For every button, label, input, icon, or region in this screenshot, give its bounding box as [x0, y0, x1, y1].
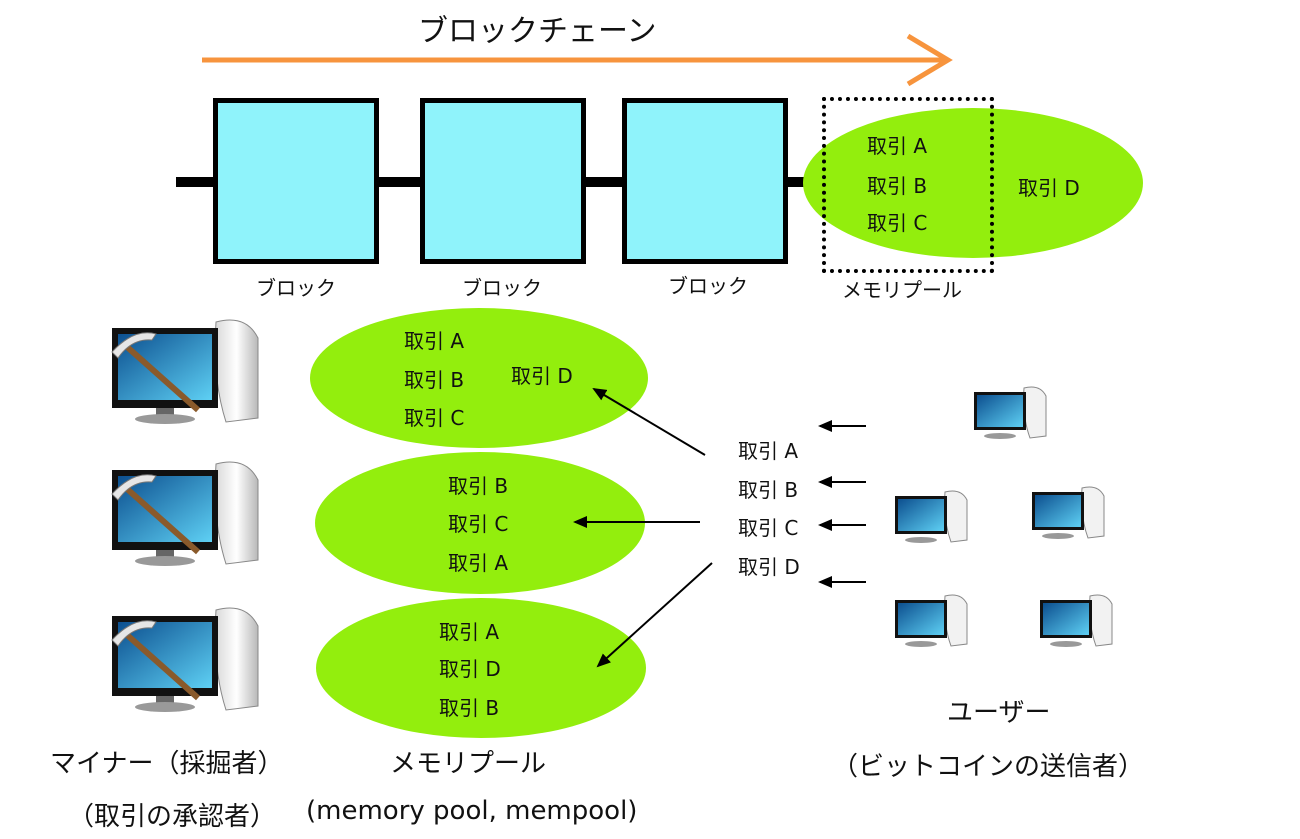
miner-2-tx: 取引 C: [448, 512, 509, 536]
user-computer-icon: [895, 594, 968, 647]
miner-computer-icon: [111, 461, 259, 566]
chain-link: [176, 177, 216, 187]
block-3: [622, 98, 788, 264]
miner-2-tx: 取引 B: [448, 474, 509, 498]
miner-1-mempool: [310, 308, 648, 448]
miner-2-tx: 取引 A: [448, 551, 509, 575]
block-2-label: ブロック: [462, 276, 542, 300]
miner-1-tx: 取引 D: [511, 364, 573, 388]
mempool-dotted-box: [822, 97, 994, 273]
block-1: [213, 98, 379, 264]
block-3-label: ブロック: [668, 274, 748, 298]
miner-3-tx: 取引 B: [439, 696, 500, 720]
chain-link: [585, 177, 625, 187]
arrow-to-miner-1: [592, 387, 706, 456]
user-computer-icon: [974, 386, 1047, 439]
chain-direction-arrow: [202, 33, 953, 87]
user-computer-icon: [1032, 486, 1105, 539]
block-2: [420, 98, 586, 264]
miner-3-tx: 取引 A: [439, 620, 500, 644]
miner-3-tx: 取引 D: [439, 657, 501, 681]
chain-mempool-label: メモリプール: [842, 278, 962, 302]
miner-computer-icon: [111, 607, 259, 712]
miner-computer-icon: [111, 319, 259, 424]
chain-mempool-tx-a: 取引 A: [867, 134, 928, 158]
broadcast-tx: 取引 C: [738, 516, 799, 540]
chain-link: [378, 177, 424, 187]
arrow-to-miner-3: [596, 562, 713, 668]
miner-1-tx: 取引 A: [404, 329, 465, 353]
broadcast-tx: 取引 D: [738, 555, 800, 579]
block-1-label: ブロック: [256, 276, 336, 300]
user-caption-sub: （ビットコインの送信者）: [832, 752, 1145, 782]
broadcast-tx: 取引 B: [738, 478, 799, 502]
chain-outside-tx-d: 取引 D: [1018, 176, 1080, 200]
user-computer-icon: [1040, 594, 1113, 647]
user-computer-icon: [895, 490, 968, 543]
broadcast-tx: 取引 A: [738, 439, 799, 463]
miner-3-mempool: [316, 598, 646, 738]
chain-mempool-tx-b: 取引 B: [867, 174, 928, 198]
mempool-caption-sub: (memory pool, mempool): [306, 796, 638, 826]
chain-mempool-ellipse: [803, 108, 1143, 258]
miner-caption: マイナー（採掘者）: [50, 749, 284, 779]
mempool-caption: メモリプール: [390, 749, 547, 779]
miner-1-tx: 取引 C: [404, 406, 465, 430]
user-caption: ユーザー: [947, 698, 1051, 728]
chain-mempool-tx-c: 取引 C: [867, 211, 928, 235]
miner-caption-sub: （取引の承認者）: [68, 802, 277, 832]
chain-title: ブロックチェーン: [418, 14, 657, 49]
miner-1-tx: 取引 B: [404, 368, 465, 392]
